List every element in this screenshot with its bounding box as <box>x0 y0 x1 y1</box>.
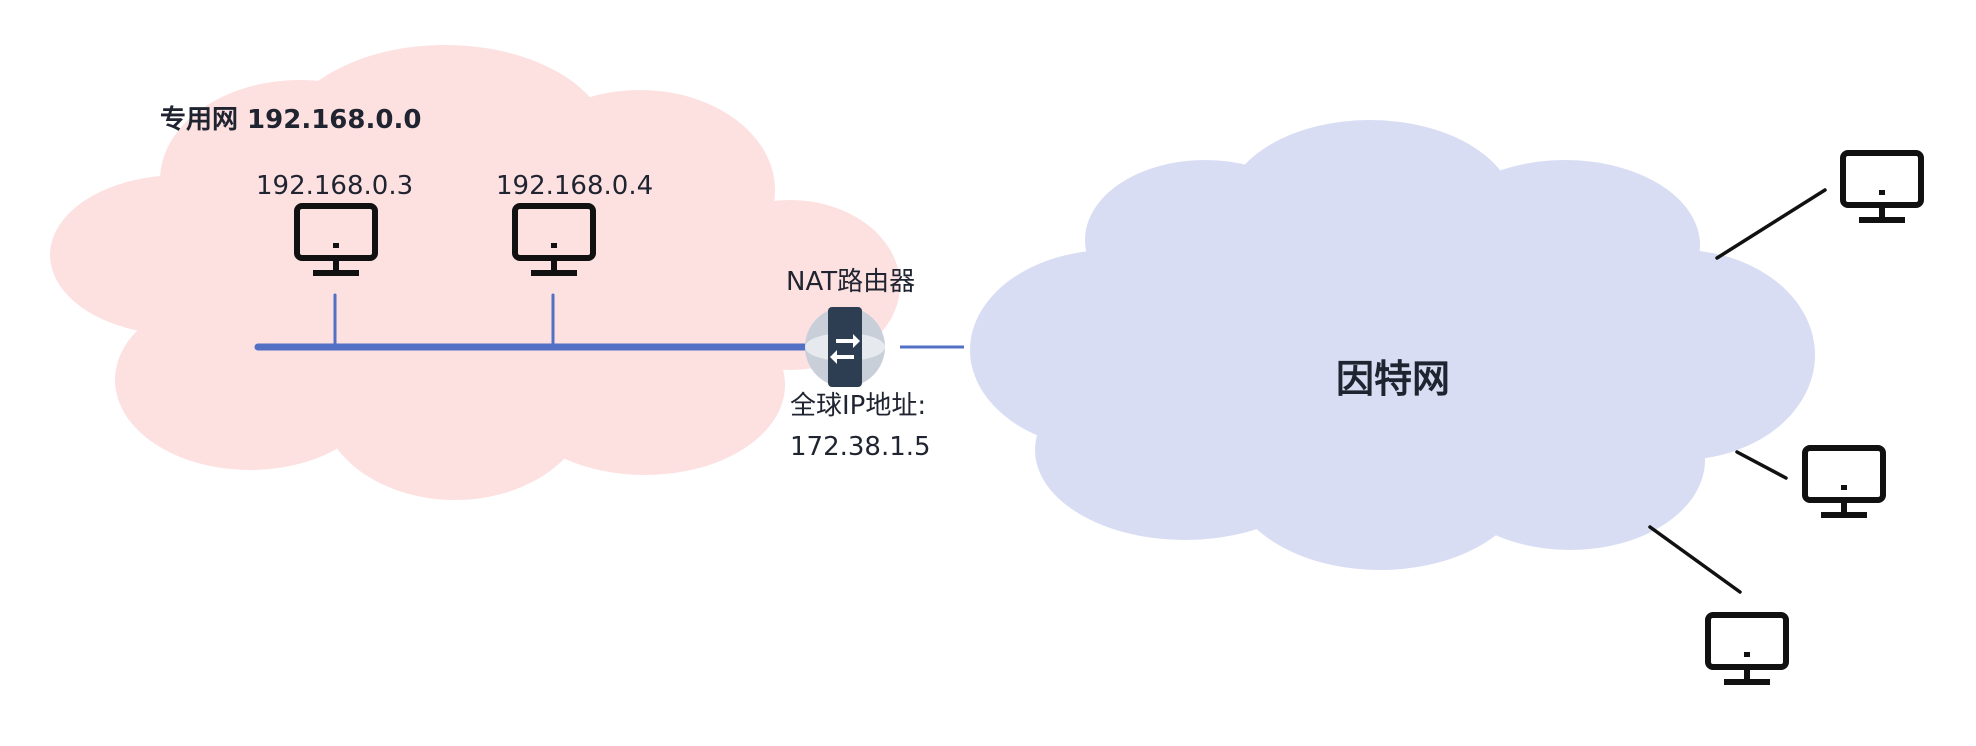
router-label: NAT路由器 <box>786 267 915 297</box>
lan-bus <box>254 293 808 351</box>
computer-icon <box>1708 615 1786 685</box>
internet-label: 因特网 <box>1336 357 1450 401</box>
computer-icon <box>1805 448 1883 518</box>
global-ip-value: 172.38.1.5 <box>790 432 931 462</box>
nat-router-icon <box>805 307 885 387</box>
global-ip-caption: 全球IP地址: <box>790 391 926 421</box>
host-ip-label: 192.168.0.3 <box>256 171 413 201</box>
external-links <box>1648 188 1827 594</box>
private-network-title: 专用网 192.168.0.0 <box>160 105 421 135</box>
internet-cloud <box>970 120 1815 570</box>
computer-icon <box>1843 153 1921 223</box>
host-ip-label: 192.168.0.4 <box>496 171 653 201</box>
